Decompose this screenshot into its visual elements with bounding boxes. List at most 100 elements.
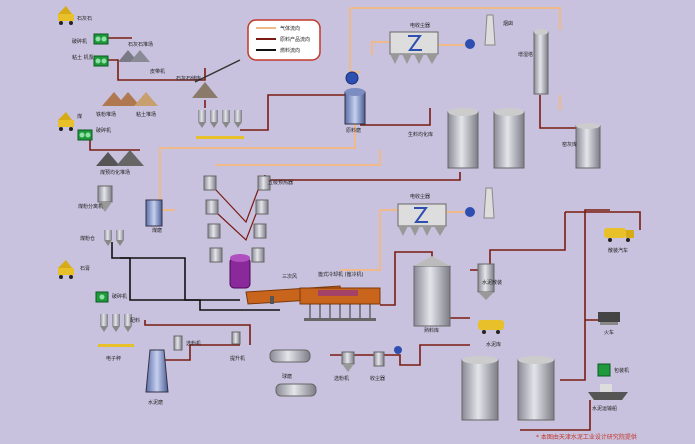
gas-line-cooler [340,210,381,271]
cement-silo-2 [517,356,555,421]
preheater-label: 五级预热器 [268,179,293,186]
mat-belt [180,68,206,81]
ball-mill-label: 球磨 [282,373,292,380]
fan-mid [465,207,475,217]
dust-collector-top [389,31,439,64]
batching-label: 配料 [130,317,140,324]
limestone-yard [118,50,150,62]
humidifier-label: 增湿塔 [518,51,533,58]
coal-mill-separator [97,185,113,212]
collector-bottom [373,346,402,367]
cooler-label: 篦式冷却机 (篦冷机) [318,271,364,278]
coal-prehomo-label: 煤预均化堆场 [100,169,130,176]
limestone-label: 石灰石 [77,15,92,22]
bulk-silo [477,263,495,300]
cement-ship [588,384,628,400]
mat-coal [89,140,140,151]
preheater-tower [203,175,271,263]
bulk-silo-label: 水泥散装 [482,279,502,286]
coal-mill-label: 煤磨 [152,227,162,234]
cement-batching-bins [98,314,134,347]
raw-mill [344,71,366,125]
cement-mill-label: 水泥磨 [148,399,163,406]
gas-line-preheater [215,150,381,166]
gas-line-to-collector [371,41,390,55]
pulverized-coal-bins [104,230,124,246]
credit-note: * 本图由天津水泥工业设计研究院提供 [536,433,637,441]
chimney-top-label: 烟囱 [503,20,513,27]
mat-to-homo [360,108,431,126]
clay-crusher [93,55,109,67]
belt-conveyor-label: 皮带机 [150,68,165,75]
dust-collector-mid-label: 电收尘器 [410,193,430,200]
crusher-2-label: 破碎机 [96,127,111,134]
clinker-cooler [299,287,381,321]
homo-silo-label: 生料均化库 [408,131,433,138]
gas-line-left-down [349,8,360,73]
iron-yard-label: 铁粉堆场 [96,111,116,118]
dust-collector-mid [397,203,447,236]
packer-label: 包装机 [614,367,629,374]
mat-to-cement [144,320,251,345]
mat-mill-out [165,344,240,361]
mat-clay [108,59,180,81]
clay-yard [134,92,158,106]
coal-prehomo-yard [96,150,144,166]
limestone-silo [192,82,218,98]
clay-crusher-label: 粘土 机泵 [72,54,94,61]
iron-yard [102,92,140,106]
crusher-2 [77,129,93,141]
gypsum-truck [58,260,74,279]
cement-silo-label: 水泥库 [486,341,501,348]
kiln-dust-label: 窑灰库 [562,141,577,148]
cement-silo-1 [461,356,499,421]
fuel-flow-lines [111,242,280,311]
crusher-1 [93,33,109,45]
mat-to-clinker [380,251,433,306]
bulk-truck-mid [478,320,504,334]
humidifier-tower [533,29,549,95]
gas-line-raw-mill [159,120,356,176]
crusher-1-label: 破碎机 [72,38,87,45]
packer [597,363,611,377]
mat-to-kiln-dust [539,95,586,129]
mat-bulk-truck [565,211,641,230]
gas-line-top [350,7,561,30]
limestone-silo-label: 石灰石储库 [176,75,201,82]
gypsum-label: 石膏 [80,265,90,272]
mat-to-silos [330,344,470,366]
powder-separator [341,351,355,372]
bulk-truck-label: 散装汽车 [608,247,628,254]
raw-batching-bins [196,110,244,139]
elevator-label: 提升机 [230,355,245,362]
homo-silo-1 [447,108,479,169]
separator [173,335,183,351]
coal-label: 煤 [77,113,82,120]
mat-to-raw-mill [240,94,350,131]
legend-material-label: 原料产品流向 [280,36,310,43]
material-flow-lines [89,37,641,431]
fuel-to-calciner [120,257,280,311]
mat-to-ship [520,400,591,431]
ship-label: 水泥运输船 [592,405,617,412]
legend-gas-label: 气体流向 [280,25,300,32]
chimney-top [484,14,496,46]
ball-mill [269,349,317,397]
elevator [231,331,241,345]
separator-label: 选粉机 [186,340,201,347]
crusher-3-label: 破碎机 [112,293,127,300]
mat-to-bulk [470,212,566,271]
mat-up [584,209,610,345]
limestone-yard-label: 石灰石堆场 [128,41,153,48]
cement-mill [145,349,169,393]
train [598,312,620,325]
powder-sep-label: 选粉机 [334,375,349,382]
coal-mill [145,199,163,227]
raw-mill-label: 原料磨 [346,127,361,134]
mat-to-packer [560,345,586,381]
bulk-truck-right [604,228,634,242]
kiln-dust-silo [575,123,601,169]
crusher-3 [95,291,109,303]
dust-collector-top-label: 电收尘器 [410,22,430,29]
